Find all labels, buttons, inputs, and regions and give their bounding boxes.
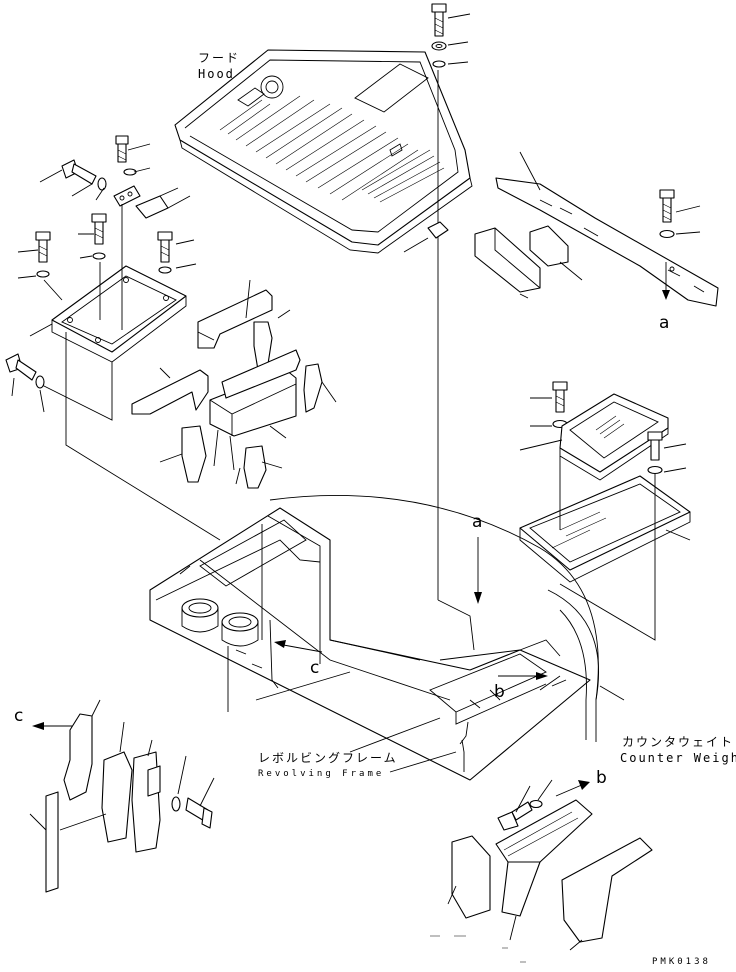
left-bracket-assembly: [5, 135, 221, 541]
counter-weight-label-en: Counter Weight: [620, 751, 736, 765]
hood-bolt-stack: [403, 3, 471, 600]
hood-label-jp: フード: [198, 51, 241, 65]
ref-a-top-label: a: [659, 313, 670, 333]
foam-seals: [131, 279, 337, 489]
counter-weight-label-jp: カウンタウェイト: [622, 735, 735, 749]
right-middle-cover: [519, 381, 691, 641]
revolving-frame-label-en: Revolving Frame: [258, 769, 385, 779]
ref-c-left-label: c: [14, 706, 24, 726]
ref-a-frame-label: a: [472, 512, 483, 532]
ref-c-frame-label: c: [310, 658, 320, 678]
reference-arrows: [32, 537, 590, 797]
lower-left-seals: [29, 699, 215, 893]
revolving-frame-label-jp: レボルビングフレーム: [258, 751, 398, 765]
revolving-frame: [149, 495, 625, 781]
ref-b-right-label: b: [596, 768, 607, 788]
lower-right-parts: [430, 779, 653, 963]
ref-b-frame-label: b: [494, 682, 505, 702]
drawing-code: PMK0138: [652, 957, 711, 967]
right-top-cover: [474, 151, 719, 307]
hood-label-en: Hood: [198, 67, 235, 81]
hood-part: [174, 49, 473, 254]
